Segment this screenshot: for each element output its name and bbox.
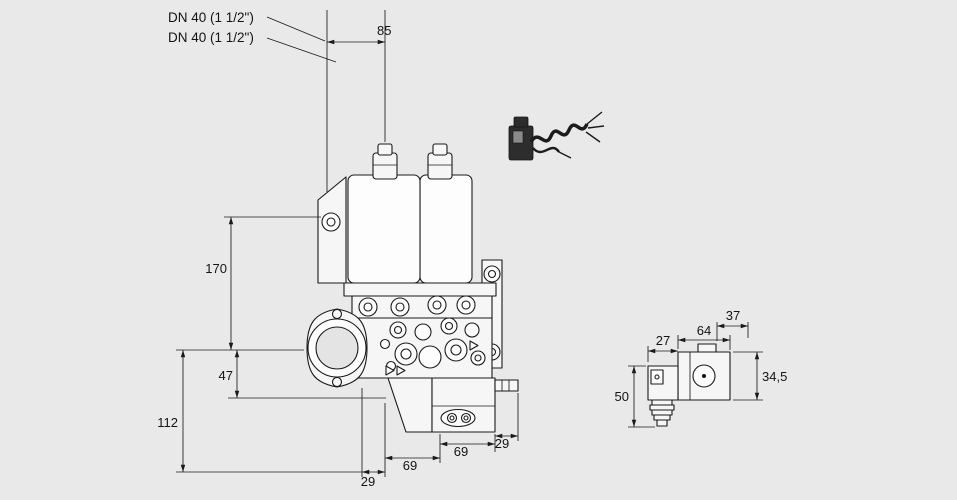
pipe-size-label-1: DN 40 (1 1/2") bbox=[168, 10, 254, 25]
side-view-cable-gland bbox=[649, 399, 675, 427]
dim-connector-width-label: 27 bbox=[656, 333, 670, 348]
solenoid-actuator-right bbox=[419, 143, 473, 284]
pipe-size-leader-1 bbox=[266, 16, 326, 42]
dim-top-width-label: 85 bbox=[377, 23, 391, 38]
dim-mid-height-label: 47 bbox=[219, 368, 233, 383]
lower-stem bbox=[387, 377, 433, 433]
side-view-top-tab bbox=[697, 343, 717, 353]
inlet-flange bbox=[306, 308, 368, 388]
dim-body-height-label: 34,5 bbox=[762, 369, 787, 384]
valve-side-view bbox=[647, 343, 731, 427]
test-point-port bbox=[494, 379, 519, 392]
valve-front-view bbox=[306, 143, 519, 433]
top-plate bbox=[343, 282, 497, 297]
dim-body-width-label: 64 bbox=[697, 323, 711, 338]
body-detail-circles bbox=[379, 317, 486, 372]
mounting-bracket bbox=[317, 176, 347, 284]
pipe-size-leader-2 bbox=[266, 37, 337, 63]
flow-direction-icons bbox=[385, 340, 479, 376]
dim-bottom-1-label: 29 bbox=[361, 474, 375, 489]
side-view-connector bbox=[647, 365, 679, 401]
dim-upper-height-label: 170 bbox=[205, 261, 227, 276]
cable-connector-illustration bbox=[508, 111, 605, 161]
dim-top-depth-label: 37 bbox=[726, 308, 740, 323]
pipe-size-labels: DN 40 (1 1/2") DN 40 (1 1/2") bbox=[168, 10, 337, 63]
cable-fray-icon bbox=[558, 111, 605, 159]
front-view-dimensions: 85 170 47 112 29 69 69 29 bbox=[157, 10, 519, 489]
dim-bottom-4-label: 29 bbox=[495, 436, 509, 451]
dim-lower-height-label: 112 bbox=[157, 415, 178, 430]
pressure-regulator bbox=[431, 377, 496, 433]
pipe-size-label-2: DN 40 (1 1/2") bbox=[168, 30, 254, 45]
side-view-dimensions: 27 64 37 34,5 50 bbox=[615, 308, 787, 428]
bolt-band bbox=[351, 295, 493, 319]
dim-connector-height-label: 50 bbox=[615, 389, 629, 404]
solenoid-actuator-left bbox=[347, 143, 421, 284]
dim-bottom-3-label: 69 bbox=[454, 444, 468, 459]
dim-bottom-2-label: 69 bbox=[403, 458, 417, 473]
cable-coil-icon bbox=[529, 123, 589, 144]
